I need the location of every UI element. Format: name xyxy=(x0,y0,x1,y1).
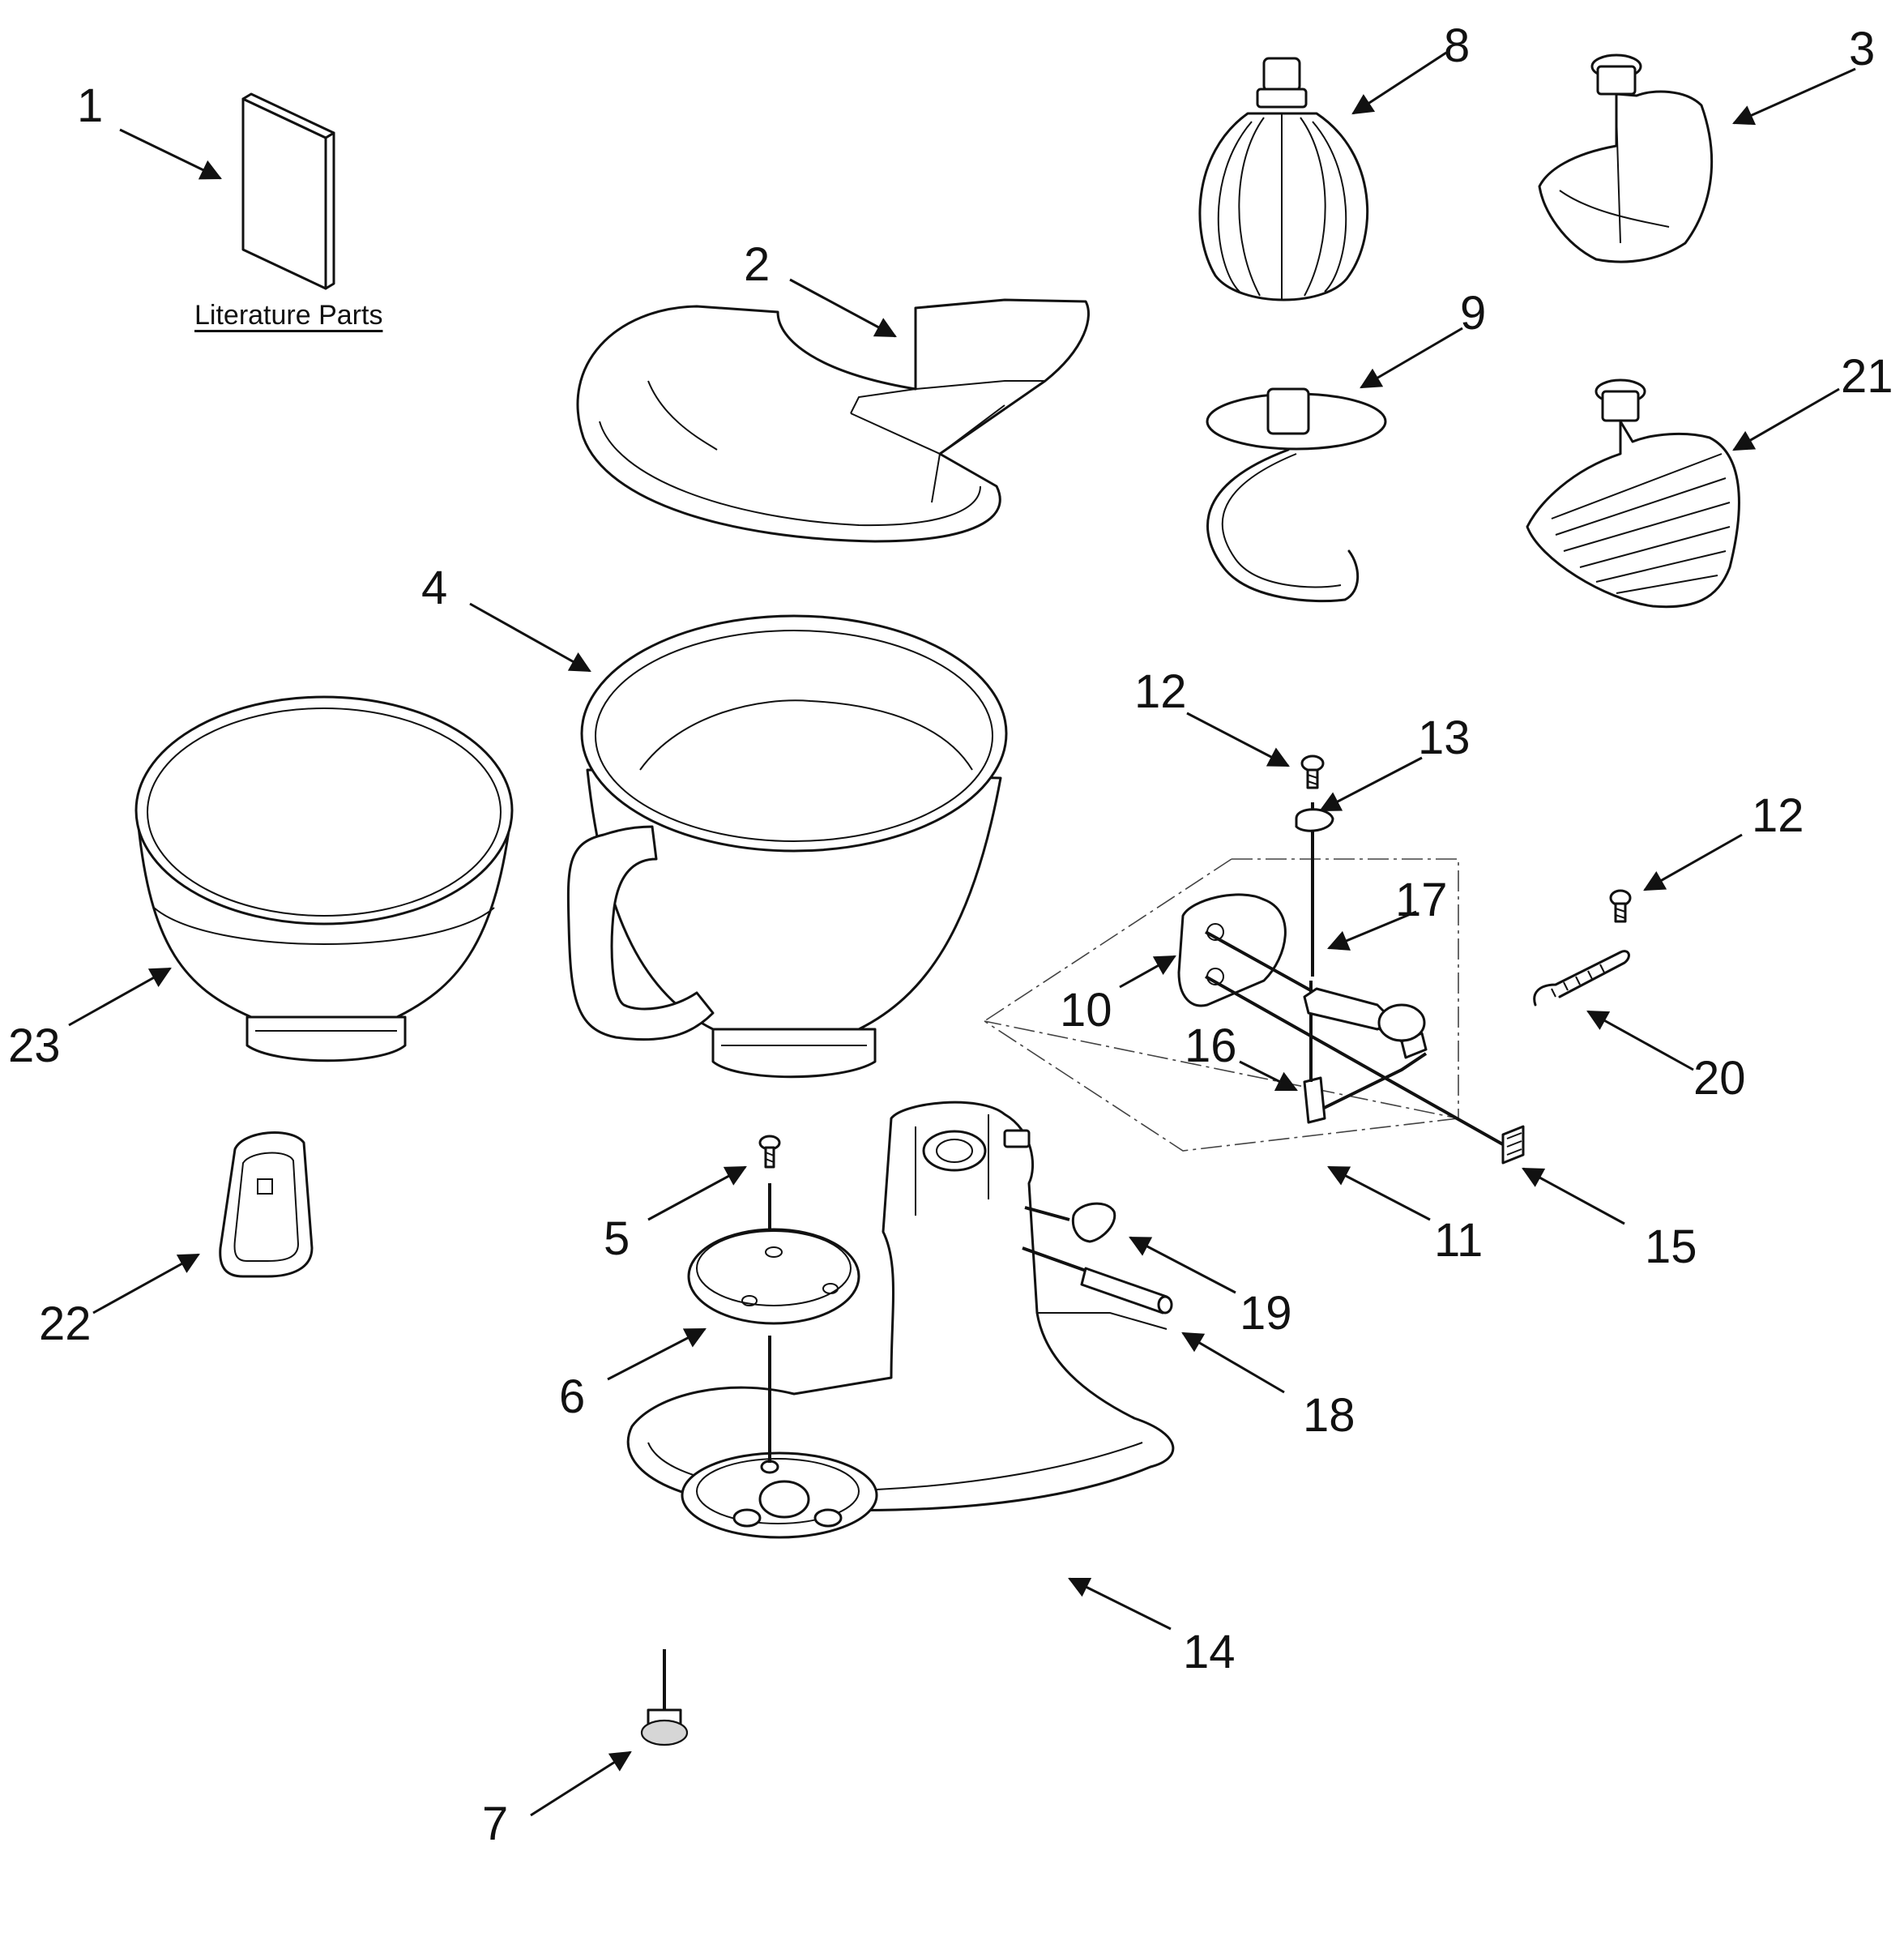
literature-booklet-icon xyxy=(241,92,335,290)
callout-14: 14 xyxy=(1183,1626,1236,1678)
literature-parts-label: Literature Parts xyxy=(194,300,383,331)
wire-whip-icon xyxy=(1198,57,1368,301)
speed-control-knob-icon xyxy=(1071,1202,1116,1243)
callout-22: 22 xyxy=(39,1297,92,1350)
pouring-shield-icon xyxy=(576,298,1090,543)
callout-1: 1 xyxy=(77,79,104,132)
stand-pedestal-icon xyxy=(626,1101,1175,1539)
callout-15: 15 xyxy=(1645,1220,1697,1273)
callout-17: 17 xyxy=(1395,874,1448,926)
lock-lever-icon xyxy=(1303,987,1426,1042)
callout-19: 19 xyxy=(1240,1287,1292,1340)
hinge-pin-stand-icon xyxy=(1080,1267,1173,1314)
callout-12-top: 12 xyxy=(1134,665,1187,718)
lock-rod-icon xyxy=(1303,1052,1428,1124)
explode-line-19 xyxy=(1024,1206,1070,1221)
rubber-foot-icon xyxy=(640,1708,689,1746)
mixing-bowl-icon xyxy=(566,614,1008,1079)
callout-11: 11 xyxy=(1434,1214,1483,1267)
callout-23: 23 xyxy=(8,1020,61,1072)
flex-edge-beater-icon xyxy=(1526,378,1740,609)
spring-icon xyxy=(1533,950,1630,1007)
hinge-assembly-outline xyxy=(984,858,1459,1152)
callout-10: 10 xyxy=(1060,984,1112,1037)
callout-7: 7 xyxy=(482,1798,509,1850)
callout-9: 9 xyxy=(1460,287,1487,340)
callout-arrows xyxy=(68,51,1856,1817)
callout-2: 2 xyxy=(744,238,771,291)
screw-right-icon xyxy=(1609,889,1632,923)
flat-beater-icon xyxy=(1538,53,1714,263)
bowl-screw-icon xyxy=(758,1135,781,1169)
dough-hook-icon xyxy=(1206,387,1387,603)
callout-21: 21 xyxy=(1841,350,1893,403)
washer-icon xyxy=(1295,808,1334,832)
screw-top-icon xyxy=(1300,754,1325,789)
callout-12-right: 12 xyxy=(1752,789,1804,842)
callout-5: 5 xyxy=(604,1212,630,1265)
callout-18: 18 xyxy=(1303,1389,1355,1442)
hinge-plate-icon xyxy=(1177,893,1287,1007)
callout-8: 8 xyxy=(1444,19,1471,72)
spare-bowl-icon xyxy=(134,695,514,1062)
callout-13: 13 xyxy=(1418,712,1471,764)
clamping-plate-icon xyxy=(219,1131,314,1278)
callout-4: 4 xyxy=(421,562,448,614)
callout-16: 16 xyxy=(1185,1020,1237,1072)
callout-3: 3 xyxy=(1849,23,1876,75)
callout-20: 20 xyxy=(1693,1052,1746,1105)
clamping-plate-round-icon xyxy=(687,1228,860,1325)
callout-6: 6 xyxy=(559,1370,586,1423)
